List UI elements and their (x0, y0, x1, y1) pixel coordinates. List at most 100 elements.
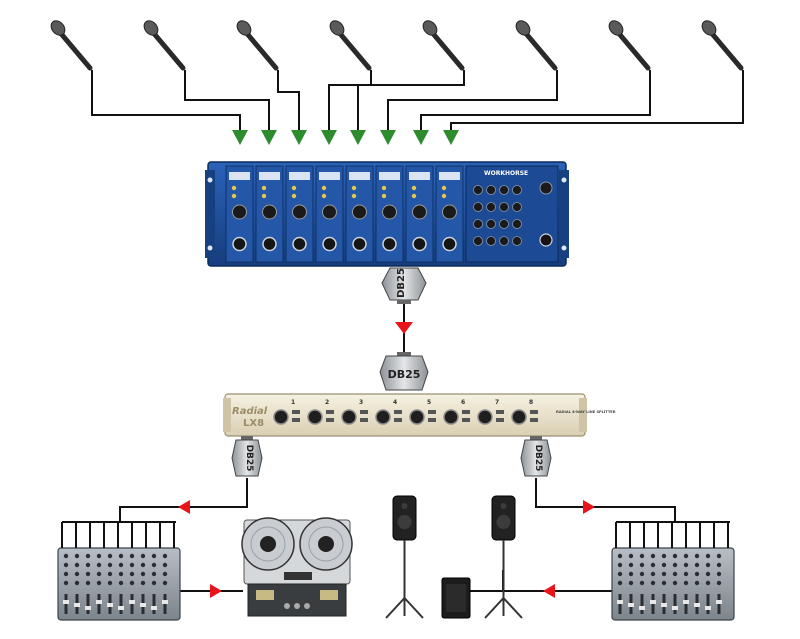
xlr-jack-icon (341, 409, 357, 425)
gain-knob-icon (232, 204, 247, 220)
gain-knob-icon (442, 204, 457, 220)
splitter-channel-number: 6 (461, 399, 465, 406)
rack-screw-icon (561, 245, 567, 251)
control-knob-icon (473, 185, 483, 195)
control-knob-icon (512, 236, 522, 246)
splitter-channel: 1 (273, 399, 300, 425)
rack-channel-module (225, 165, 254, 263)
rack-channel-module (405, 165, 434, 263)
rack-channel-module (285, 165, 314, 263)
control-knob-icon (473, 236, 483, 246)
control-knob-icon (486, 236, 496, 246)
rack-channel-module (375, 165, 404, 263)
input-arrow-icon (413, 130, 429, 145)
pa-speaker-right (484, 495, 523, 619)
xlr-jack-icon (443, 409, 459, 425)
mixing-console-left (57, 521, 181, 621)
workhorse-rack: WORKHORSE (205, 161, 569, 267)
rack-brand: WORKHORSE (484, 170, 528, 177)
control-knob-icon (512, 185, 522, 195)
input-arrow-group (232, 130, 459, 145)
mic-wire (328, 70, 372, 130)
signal-arrow-icon (543, 584, 555, 598)
splitter-channel: 7 (477, 399, 504, 425)
splitter-channel-group: 1 2 3 4 5 6 7 8 (273, 399, 538, 425)
input-arrow-icon (321, 130, 337, 145)
splitter-model: LX8 (243, 418, 264, 429)
mic-wire (387, 70, 558, 130)
mic-wire (184, 70, 270, 130)
db25-connector-mid: DB25 (379, 352, 429, 391)
splitter-channel: 5 (409, 399, 436, 425)
input-arrow-icon (443, 130, 459, 145)
splitter-channel: 2 (307, 399, 334, 425)
input-arrow-icon (291, 130, 307, 145)
control-knob-icon (486, 219, 496, 229)
xlr-jack-icon (322, 236, 337, 252)
control-knob-icon (473, 219, 483, 229)
splitter-brand: Radial (232, 406, 268, 417)
splitter-channel: 6 (443, 399, 470, 425)
mic-wire (91, 70, 241, 130)
rack-screw-icon (207, 245, 213, 251)
splitter-channel-number: 7 (495, 399, 499, 406)
rack-screw-icon (207, 177, 213, 183)
input-arrow-icon (261, 130, 277, 145)
microphone-icon (608, 20, 651, 71)
subwoofer-icon (441, 577, 471, 619)
mic-wire (277, 70, 300, 130)
db25-label-mid: DB25 (388, 368, 421, 381)
control-knob-icon (499, 202, 509, 212)
xlr-jack-icon (232, 236, 247, 252)
reel-to-reel-icon (241, 517, 353, 617)
input-arrow-icon (232, 130, 248, 145)
splitter-channel-number: 5 (427, 399, 431, 406)
mic-wire (450, 70, 744, 130)
xlr-jack-icon (292, 236, 307, 252)
gain-knob-icon (322, 204, 337, 220)
xlr-jack-icon (307, 409, 323, 425)
xlr-jack-icon (409, 409, 425, 425)
rack-channel-module (345, 165, 374, 263)
rack-channel-module (255, 165, 284, 263)
signal-arrow-icon (583, 500, 595, 514)
rack-channel-module (435, 165, 464, 263)
splitter-channel-number: 1 (291, 399, 295, 406)
master-knob-icon (539, 181, 553, 195)
splitter-channel: 3 (341, 399, 368, 425)
xlr-jack-icon (412, 236, 427, 252)
gain-knob-icon (412, 204, 427, 220)
db25-label-left: DB25 (244, 445, 254, 472)
gain-knob-icon (262, 204, 277, 220)
splitter-description: RADIAL 8-WAY LINE SPLITTER (556, 410, 616, 414)
db25-label-top: DB25 (396, 268, 407, 298)
signal-arrow-icon (178, 500, 190, 514)
xlr-jack-icon (382, 236, 397, 252)
control-knob-icon (499, 219, 509, 229)
input-arrow-icon (380, 130, 396, 145)
xlr-jack-icon (477, 409, 493, 425)
rack-module-group (225, 165, 464, 263)
xlr-jack-icon (262, 236, 277, 252)
pa-speaker-left (385, 495, 424, 619)
xlr-jack-icon (375, 409, 391, 425)
splitter-channel-number: 4 (393, 399, 397, 406)
splitter-channel-number: 2 (325, 399, 329, 406)
rack-knob-group (473, 181, 553, 247)
control-knob-icon (486, 202, 496, 212)
xlr-jack-icon (273, 409, 289, 425)
signal-arrow-icon (395, 322, 413, 334)
rack-screw-icon (561, 177, 567, 183)
gain-knob-icon (382, 204, 397, 220)
xlr-jack-icon (442, 236, 457, 252)
microphone-icon (701, 20, 744, 71)
microphone-icon (422, 20, 465, 71)
signal-arrow-icon (210, 584, 222, 598)
xlr-jack-icon (539, 233, 553, 247)
microphone-group (50, 20, 744, 71)
microphone-icon (515, 20, 558, 71)
control-knob-icon (473, 202, 483, 212)
splitter-channel: 8 (511, 399, 538, 425)
